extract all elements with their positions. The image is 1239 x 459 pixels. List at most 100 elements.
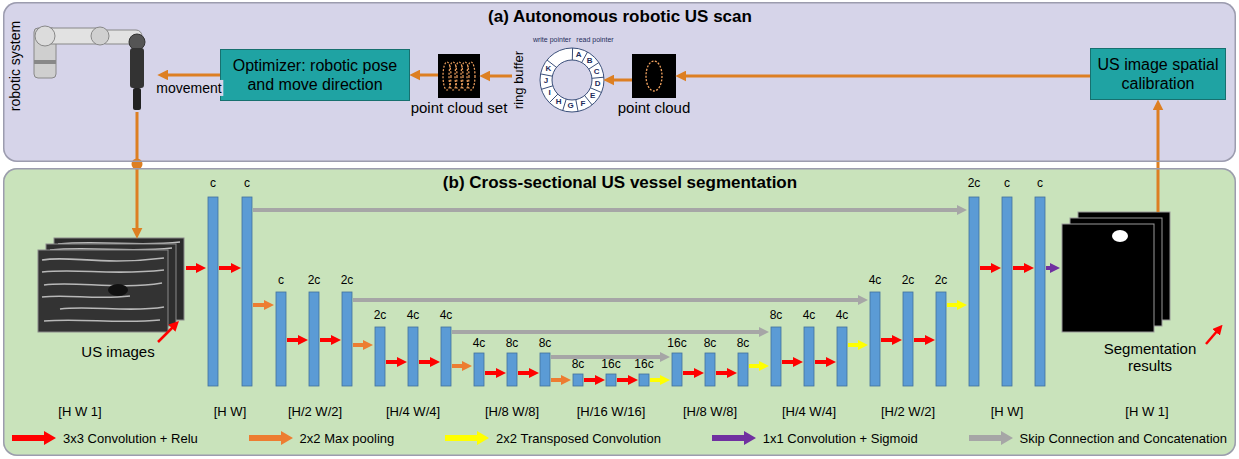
conv-arrow xyxy=(980,266,994,270)
legend-swatch xyxy=(445,431,489,445)
panel-title: (b) Cross-sectional US vessel segmentati… xyxy=(443,173,797,193)
image-caption: point cloud set xyxy=(411,99,508,116)
us-image xyxy=(38,250,168,332)
channel-label: 8c xyxy=(737,337,750,351)
ring-slot-letter: J xyxy=(544,77,548,86)
feature-map-bar xyxy=(804,327,814,386)
feature-map-bar xyxy=(903,292,913,386)
feature-map-bar xyxy=(969,197,979,386)
legend: 3x3 Convolution + Relu2x2 Max pooling2x2… xyxy=(12,429,1227,447)
us-streak xyxy=(42,296,130,297)
point-cloud-rings xyxy=(443,62,475,90)
image-node: point cloud xyxy=(632,54,676,98)
upconv-arrow xyxy=(947,303,960,307)
conv-arrow xyxy=(518,371,532,375)
side-label: ring buffer xyxy=(512,51,527,109)
skip-arrows xyxy=(253,210,960,357)
pool-arrow xyxy=(551,378,564,382)
feature-map-bar xyxy=(672,353,682,386)
flow-arrow xyxy=(165,74,220,77)
legend-swatch xyxy=(249,431,293,445)
channel-label: 2c xyxy=(341,274,354,288)
us-streak xyxy=(42,258,164,261)
dimension-label: [H/8 W/8] xyxy=(485,405,539,420)
ring-slot-letter: I xyxy=(549,89,551,98)
ring-dividers xyxy=(541,48,604,111)
skip-arrow xyxy=(452,330,762,334)
image-stack-node: US images[H W 1] xyxy=(38,238,184,332)
feature-maps xyxy=(208,197,1045,386)
segmentation-stack xyxy=(1062,212,1170,332)
flow-arrow xyxy=(611,79,632,82)
panel-ground xyxy=(3,2,1236,162)
upconv-arrow xyxy=(848,343,861,347)
ring-divider xyxy=(563,99,567,111)
skip-arrow xyxy=(353,298,861,302)
us-probe xyxy=(133,88,141,110)
channel-label: 2c xyxy=(902,274,915,288)
robot-wrist xyxy=(129,34,145,50)
dimension-label: [H/2 W/2] xyxy=(288,405,342,420)
image-caption: US images xyxy=(81,343,154,360)
conv-arrow xyxy=(683,371,697,375)
channel-label: c xyxy=(278,274,284,288)
conv-arrow xyxy=(320,338,334,342)
feature-map-bar xyxy=(408,327,418,386)
dimension-label: [H/4 W/4] xyxy=(386,405,440,420)
channel-label: 8c xyxy=(572,358,585,372)
conv-arrow xyxy=(287,338,301,342)
legend-text: 1x1 Convolution + Sigmoid xyxy=(763,431,918,446)
conv-arrow xyxy=(815,360,829,364)
box-text: US image spatial calibration xyxy=(1097,55,1219,93)
channel-label: 16c xyxy=(634,358,653,372)
process-box: Optimizer: robotic pose and move directi… xyxy=(220,49,410,101)
panel-title: (a) Autonomous robotic US scan xyxy=(488,7,752,27)
feature-map-bar xyxy=(738,353,748,386)
channel-label: 8c xyxy=(704,337,717,351)
feature-map-bar xyxy=(606,374,616,386)
mask-image xyxy=(1062,224,1154,332)
sigmoid-arrow xyxy=(1046,266,1053,270)
ring-slot-letter: K xyxy=(546,64,552,73)
robot-effector xyxy=(130,48,144,88)
dimension-label: [H/4 W/4] xyxy=(782,405,836,420)
feature-map-bar xyxy=(242,197,252,386)
legend-item: 2x2 Max pooling xyxy=(249,431,395,446)
pointer-label: read pointer xyxy=(576,36,613,44)
ring-slot-letter: A xyxy=(576,50,582,59)
legend-sample xyxy=(249,431,293,445)
channel-label: 16c xyxy=(667,337,686,351)
feature-map-bar xyxy=(208,197,218,386)
feature-map-bar xyxy=(639,374,649,386)
channel-label: 4c xyxy=(473,337,486,351)
point-cloud-ring xyxy=(467,62,475,90)
feature-map-bar xyxy=(870,292,880,386)
feature-map-bar xyxy=(375,327,385,386)
dimension-label: [H W 1] xyxy=(1125,405,1168,420)
legend-swatch xyxy=(712,431,756,445)
feature-map-bar xyxy=(276,292,286,386)
conv-arrow xyxy=(186,266,199,270)
channel-label: 8c xyxy=(506,337,519,351)
feature-map-bar xyxy=(936,292,946,386)
legend-text: Skip Connection and Concatenation xyxy=(1020,431,1227,446)
legend-sample xyxy=(12,431,56,445)
channel-label: c xyxy=(244,177,250,191)
flow-arrow xyxy=(683,75,1090,78)
channel-label: 16c xyxy=(601,358,620,372)
legend-item: 2x2 Transposed Convolution xyxy=(445,431,661,446)
panel-ground xyxy=(3,168,1236,456)
ring-slot-letter: G xyxy=(568,101,574,110)
conv-arrow xyxy=(485,371,499,375)
image-caption: point cloud xyxy=(618,99,691,116)
feature-map-bar xyxy=(771,327,781,386)
dimension-label: [H/16 W/16] xyxy=(577,405,646,420)
conv-arrow xyxy=(617,378,631,382)
legend-text: 2x2 Max pooling xyxy=(300,431,395,446)
us-texture xyxy=(42,258,164,321)
box-text: Optimizer: robotic pose and move directi… xyxy=(227,56,403,94)
dimension-label: [H W 1] xyxy=(58,405,101,420)
